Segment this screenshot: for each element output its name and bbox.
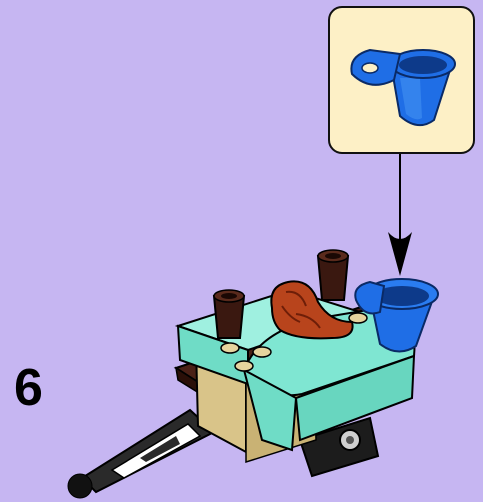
placement-arrow — [388, 154, 412, 276]
step-number: 6 — [14, 362, 43, 414]
trailer-model-icon — [68, 250, 438, 498]
